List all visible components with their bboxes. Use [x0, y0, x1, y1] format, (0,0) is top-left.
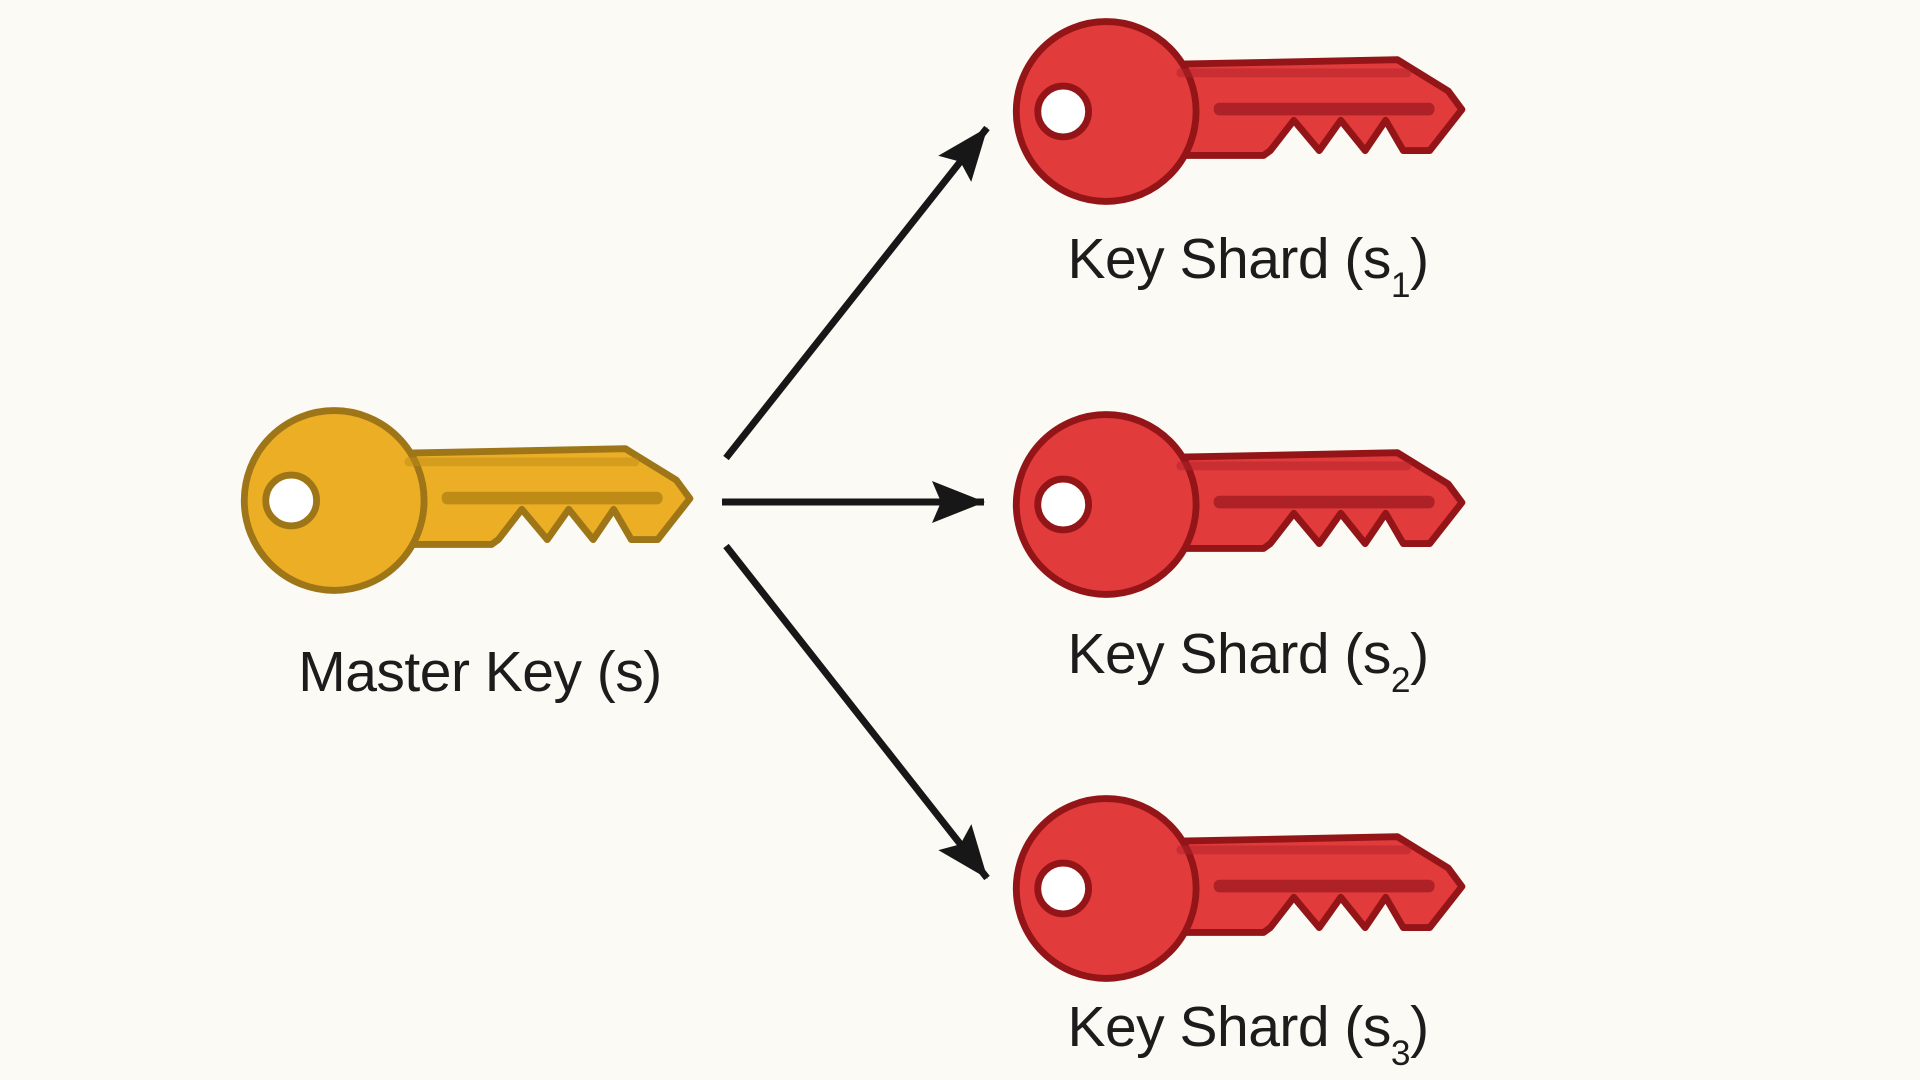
arrow-master-to-shard-1 — [723, 125, 990, 461]
key-head — [1012, 18, 1200, 205]
key-hole — [1034, 82, 1093, 141]
key-shard-2-icon — [1012, 411, 1466, 598]
key-shard-3-icon — [1012, 795, 1466, 982]
key-shard-2-label: Key Shard (s2) — [1008, 622, 1488, 698]
label-text: Key Shard (s — [1067, 995, 1391, 1059]
key-shard-1-label: Key Shard (s1) — [1008, 227, 1488, 303]
key-shaft-stripe — [1213, 102, 1435, 116]
key-shaft-shading — [1176, 845, 1412, 855]
key-shaft-shading — [404, 457, 640, 467]
key-shaft-shading — [1176, 68, 1412, 78]
label-suffix: ) — [1410, 622, 1429, 686]
label-suffix: ) — [643, 640, 662, 704]
label-text: Key Shard (s — [1067, 622, 1391, 686]
label-subscript: 2 — [1390, 660, 1411, 700]
key-hole — [262, 471, 321, 530]
key-shard-1-icon — [1012, 18, 1466, 205]
label-subscript: 1 — [1390, 265, 1411, 305]
key-head — [1012, 411, 1200, 598]
key-head — [240, 407, 428, 594]
key-hole — [1034, 475, 1093, 534]
key-shaft-stripe — [441, 491, 663, 505]
key-hole — [1034, 859, 1093, 918]
arrow-master-to-shard-3 — [723, 543, 990, 881]
label-subscript: 3 — [1390, 1033, 1411, 1073]
label-text: Master Key (s — [298, 640, 644, 704]
label-text: Key Shard (s — [1067, 227, 1391, 291]
key-shaft-shading — [1176, 461, 1412, 471]
label-suffix: ) — [1410, 995, 1429, 1059]
master-key-icon — [240, 407, 694, 594]
label-suffix: ) — [1410, 227, 1429, 291]
key-shaft-stripe — [1213, 879, 1435, 893]
master-key-label: Master Key (s) — [240, 640, 720, 706]
key-shard-3-label: Key Shard (s3) — [1008, 995, 1488, 1071]
key-shaft-stripe — [1213, 495, 1435, 509]
key-head — [1012, 795, 1200, 982]
